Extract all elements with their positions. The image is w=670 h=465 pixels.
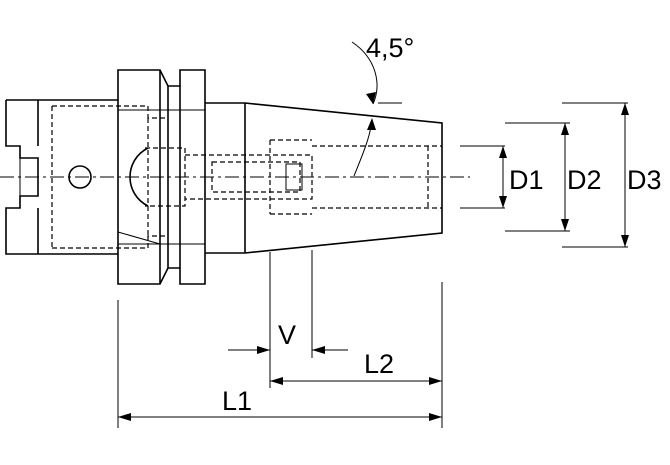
v-label: V <box>278 320 296 350</box>
angle-label: 4,5° <box>366 33 414 63</box>
d2-label: D2 <box>567 165 602 195</box>
l1-label: L1 <box>222 386 252 416</box>
dimension-l1: L1 <box>118 386 442 421</box>
dimension-angle: 4,5° <box>351 33 414 177</box>
drive-end <box>5 99 118 255</box>
dimension-d2: D2 <box>561 123 602 231</box>
l2-label: L2 <box>364 349 394 379</box>
d1-label: D1 <box>509 165 544 195</box>
dimension-d3: D3 <box>621 103 662 247</box>
d3-label: D3 <box>627 165 662 195</box>
dimension-l2: L2 <box>270 349 442 385</box>
dimension-v: V <box>228 320 348 354</box>
extension-lines-diameters <box>460 102 628 248</box>
taper-shank <box>205 102 443 254</box>
extension-lines-lengths <box>117 250 443 428</box>
dimension-d1: D1 <box>499 146 544 208</box>
